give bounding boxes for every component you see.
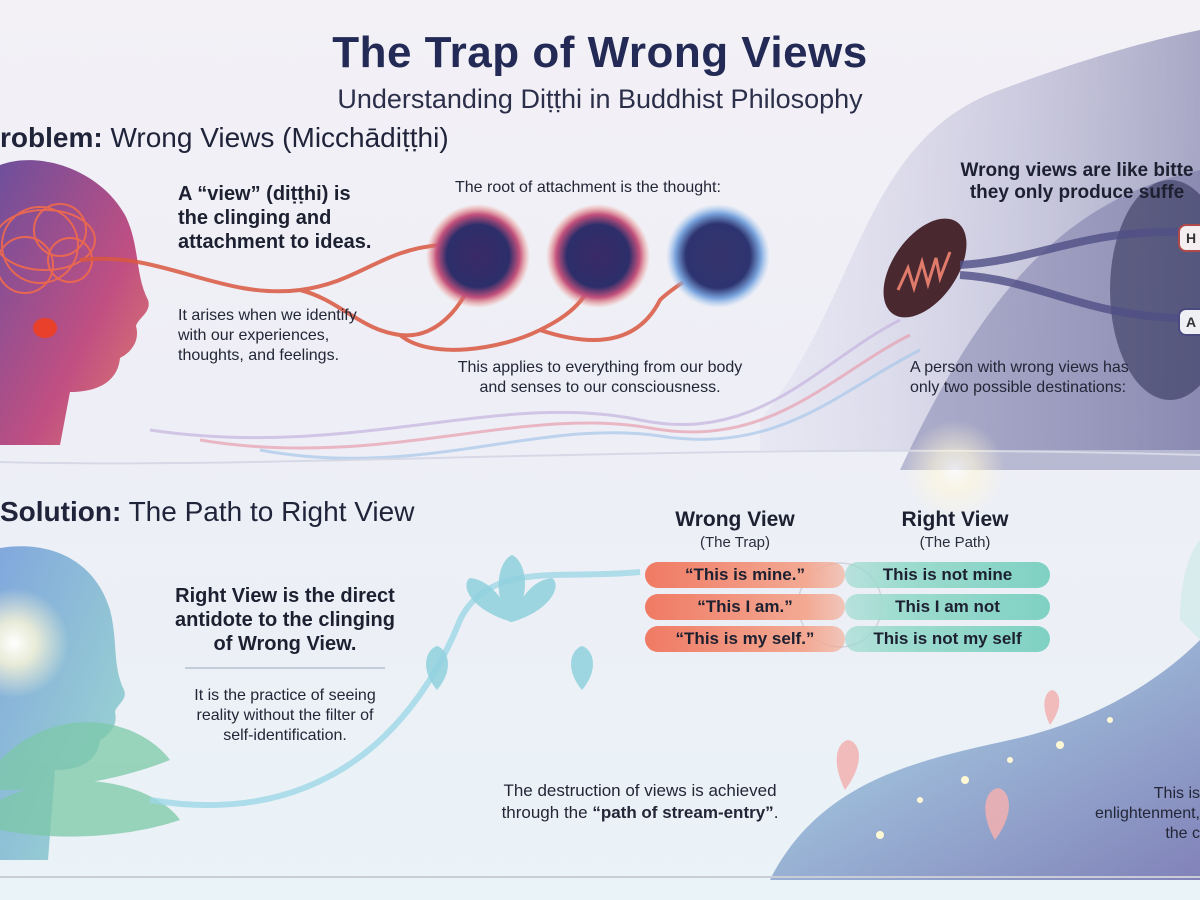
view-definition: A “view” (diṭṭhi) is the clinging and at… xyxy=(178,183,372,253)
pink-lotus xyxy=(836,690,1060,840)
right-view-item: This is not my self xyxy=(845,626,1050,652)
right-view-item: This is not mine xyxy=(845,562,1050,588)
bitter-seed-icon xyxy=(883,218,967,318)
enlightenment-text: This is enlightenment, the c xyxy=(1095,785,1200,842)
bitter-fruit-text: Wrong views are like bitte they only pro… xyxy=(960,160,1194,203)
wrong-view-subheading: (The Trap) xyxy=(699,534,771,551)
footer-divider xyxy=(0,876,1200,878)
destinations-text: A person with wrong views has only two p… xyxy=(910,359,1129,396)
destination-tag-1: H xyxy=(1178,224,1200,252)
solution-heading: Solution: The Path to Right View xyxy=(0,496,415,527)
stream-entry-river xyxy=(770,640,1200,880)
inner-light-glow xyxy=(0,588,69,698)
right-view-heading: Right View xyxy=(901,508,1009,531)
river-lights xyxy=(876,717,1113,839)
dark-wave xyxy=(760,30,1200,450)
right-view-subheading: (The Path) xyxy=(919,534,991,551)
wrong-view-item: “This is mine.” xyxy=(645,562,845,588)
orb-3 xyxy=(666,204,770,308)
lotus-leaves xyxy=(0,722,180,837)
applies-text: This applies to everything from our body… xyxy=(457,359,743,396)
wrong-view-item: “This is my self.” xyxy=(645,626,845,652)
page-title: The Trap of Wrong Views xyxy=(332,28,868,77)
antidote-text: Right View is the direct antidote to the… xyxy=(175,585,395,655)
orb-1 xyxy=(426,204,530,308)
problem-heading: roblem: Wrong Views (Micchādiṭṭhi) xyxy=(0,122,449,153)
wrong-view-heading: Wrong View xyxy=(675,508,795,531)
wrong-view-item: “This I am.” xyxy=(645,594,845,620)
page-subtitle: Understanding Diṭṭhi in Buddhist Philoso… xyxy=(337,84,863,114)
right-view-item: This I am not xyxy=(845,594,1050,620)
destination-tag-2: A xyxy=(1178,308,1200,336)
stream-entry-text: The destruction of views is achieved thr… xyxy=(501,781,779,822)
lotus-flowers xyxy=(426,555,593,690)
teal-stream xyxy=(149,569,641,808)
problem-head-silhouette xyxy=(0,160,149,445)
root-attachment-text: The root of attachment is the thought: xyxy=(455,179,721,196)
arises-text: It arises when we identify with our expe… xyxy=(178,307,357,364)
practice-text: It is the practice of seeing reality wit… xyxy=(194,687,376,744)
orb-2 xyxy=(546,204,650,308)
flowing-ribbon xyxy=(149,318,921,460)
